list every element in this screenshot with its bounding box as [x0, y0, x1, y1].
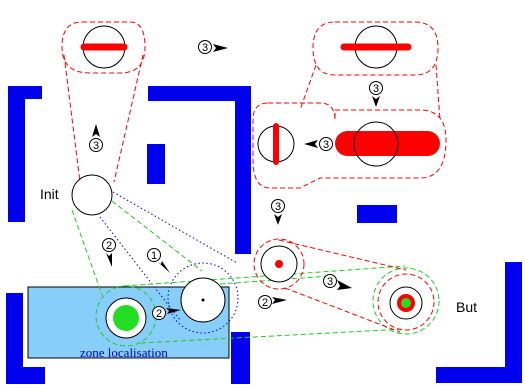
step-marker-center-1: 1 [147, 248, 170, 273]
arrow-down-icon [274, 214, 282, 225]
zone-label: zone localisation [80, 345, 168, 360]
wall-center-lower [231, 332, 250, 384]
wall-right-lower [436, 262, 522, 383]
step-number: 3 [323, 139, 329, 151]
robot-init [71, 174, 113, 216]
step-number: 3 [93, 140, 99, 152]
walls [6, 86, 522, 384]
arrow-down-icon [106, 253, 112, 267]
robot-carrying-object [335, 121, 440, 167]
init-label: Init [40, 186, 59, 202]
step-marker-lower-right: 3 [323, 274, 352, 290]
arrow-right-icon [166, 308, 181, 314]
arrow-down-right-icon [158, 261, 170, 273]
arrow-left-icon [304, 140, 318, 148]
step-marker-left-2: 2 [102, 238, 116, 267]
goal-label: But [456, 299, 477, 315]
arrow-down-icon [372, 96, 380, 107]
step-marker-top-center: 3 [198, 40, 228, 54]
red-dashed-hulls [61, 21, 447, 333]
step-number: 1 [151, 250, 157, 262]
wall-small-block-right [357, 205, 397, 223]
robot-zone [105, 297, 147, 339]
wall-left-upper [8, 86, 42, 222]
uncertainty-circle [167, 262, 239, 334]
step-number: 3 [327, 276, 333, 288]
arrow-right-icon [337, 280, 352, 290]
robot-center-right [260, 245, 298, 283]
step-marker-lower-center-2: 2 [258, 295, 287, 309]
green-dashed-hulls [71, 200, 440, 347]
robot-top-left [80, 25, 128, 69]
step-marker-top-right: 3 [369, 81, 383, 107]
step-marker-zone-2: 2 [152, 306, 181, 320]
wall-left-lower [6, 293, 45, 384]
step-number: 2 [106, 240, 112, 252]
step-number: 3 [373, 83, 379, 95]
robot-top-right [340, 25, 412, 69]
step-marker-left: 3 [89, 124, 103, 152]
step-marker-mid-right-bar: 3 [304, 137, 333, 151]
arrow-right-icon [213, 44, 228, 52]
step-marker-center-right: 3 [271, 199, 285, 225]
robot-vertical-bar [257, 123, 295, 165]
step-number: 3 [202, 42, 208, 54]
arrow-up-icon [92, 124, 100, 137]
robot-goal [389, 286, 423, 320]
blue-dotted-paths [99, 191, 239, 334]
arrow-right-icon [272, 297, 287, 304]
step-number: 2 [262, 297, 268, 309]
step-number: 2 [156, 308, 162, 320]
wall-center-upper [148, 86, 251, 254]
step-number: 3 [275, 201, 281, 213]
wall-small-block-left [147, 144, 165, 184]
robot-center-uncertain [180, 277, 226, 323]
